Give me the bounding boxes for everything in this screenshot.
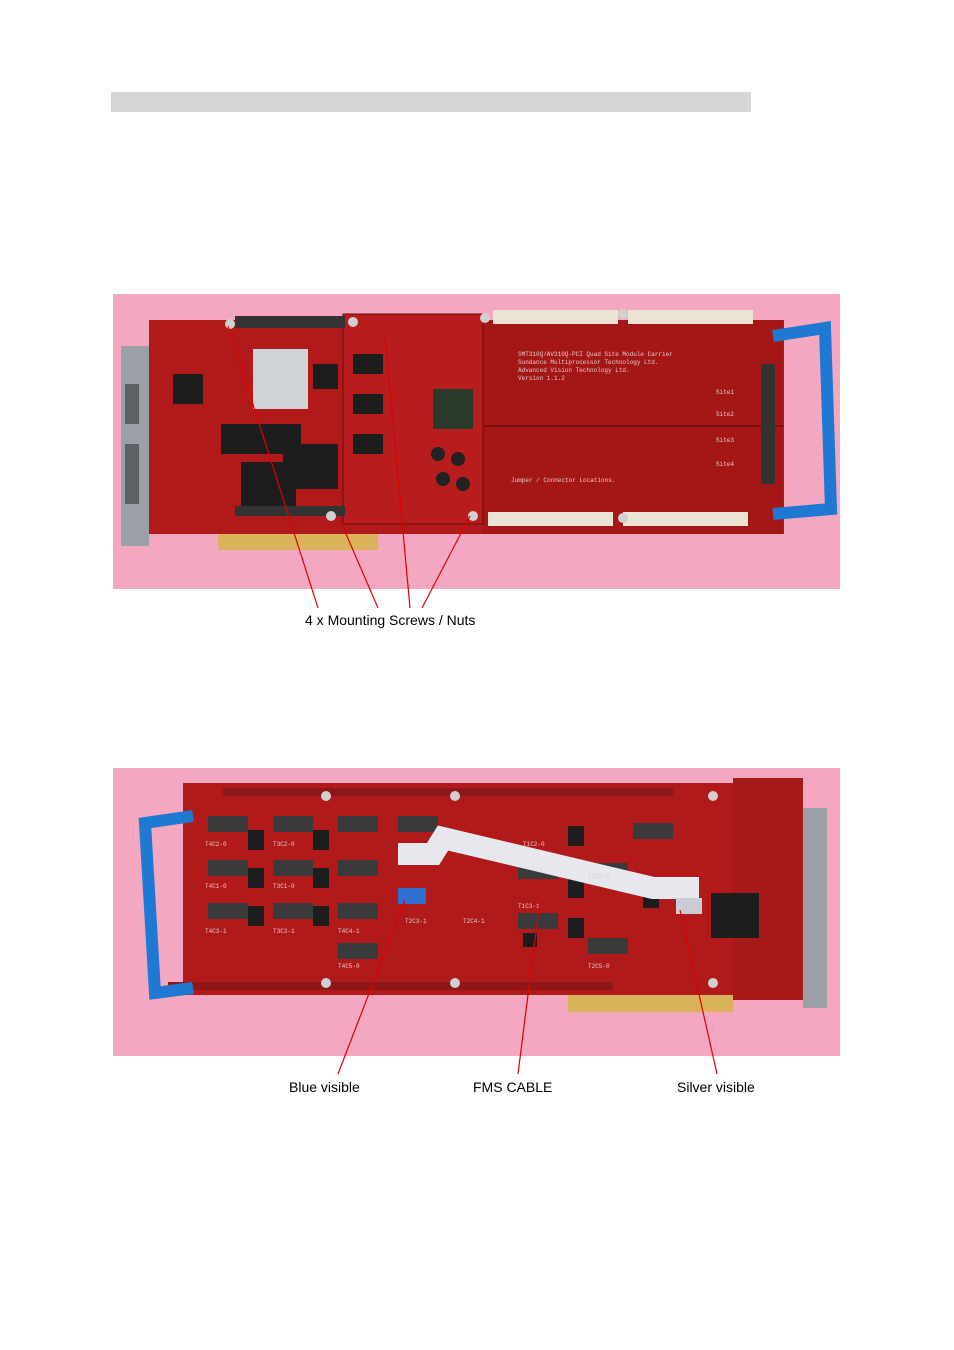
connector-label: T3C3-1 (273, 928, 295, 935)
connector-label: T1C2-0 (523, 841, 545, 848)
caption-blue-visible: Blue visible (289, 1079, 360, 1095)
caption-mounting-screws: 4 x Mounting Screws / Nuts (305, 612, 476, 628)
board-label-line-3: Advanced Vision Technology Ltd. (518, 367, 630, 374)
connector-label: T2C5-0 (588, 963, 610, 970)
board-label-line-4: Version 1.1.2 (518, 375, 565, 382)
connector-label: T2C4-1 (463, 918, 485, 925)
connector-label: T1C3-1 (518, 903, 540, 910)
site-label-1: Site1 (716, 389, 734, 396)
connector-label: T3C1-0 (273, 883, 295, 890)
site-label-2: Site2 (716, 411, 734, 418)
caption-fms-cable: FMS CABLE (473, 1079, 553, 1095)
board-label-line-1: SMT310Q/AV310Q-PCI Quad Site Module Carr… (518, 351, 673, 358)
connector-label: T4C5-0 (338, 963, 360, 970)
connector-label: T4C3-1 (205, 928, 227, 935)
caption-silver-visible: Silver visible (677, 1079, 755, 1095)
board-photo-bottom: T4C2-0 T3C2-0 T1C2-0 T2C5-1 T4C1-0 T3C1-… (113, 768, 840, 1056)
board-label-line-2: Sundance Multiprocessor Technology Ltd. (518, 359, 658, 366)
board-bottom-label: Jumper / Connector Locations. (511, 477, 615, 484)
connector-label: T2C5-1 (588, 873, 610, 880)
connector-label: T2C3-1 (405, 918, 427, 925)
connector-label: T4C1-0 (205, 883, 227, 890)
site-label-4: Site4 (716, 461, 734, 468)
header-bar (111, 92, 751, 112)
connector-label: T4C4-1 (338, 928, 360, 935)
connector-label: T3C2-0 (273, 841, 295, 848)
board-photo-top: SMT310Q/AV310Q-PCI Quad Site Module Carr… (113, 294, 840, 589)
site-label-3: Site3 (716, 437, 734, 444)
connector-label: T4C2-0 (205, 841, 227, 848)
